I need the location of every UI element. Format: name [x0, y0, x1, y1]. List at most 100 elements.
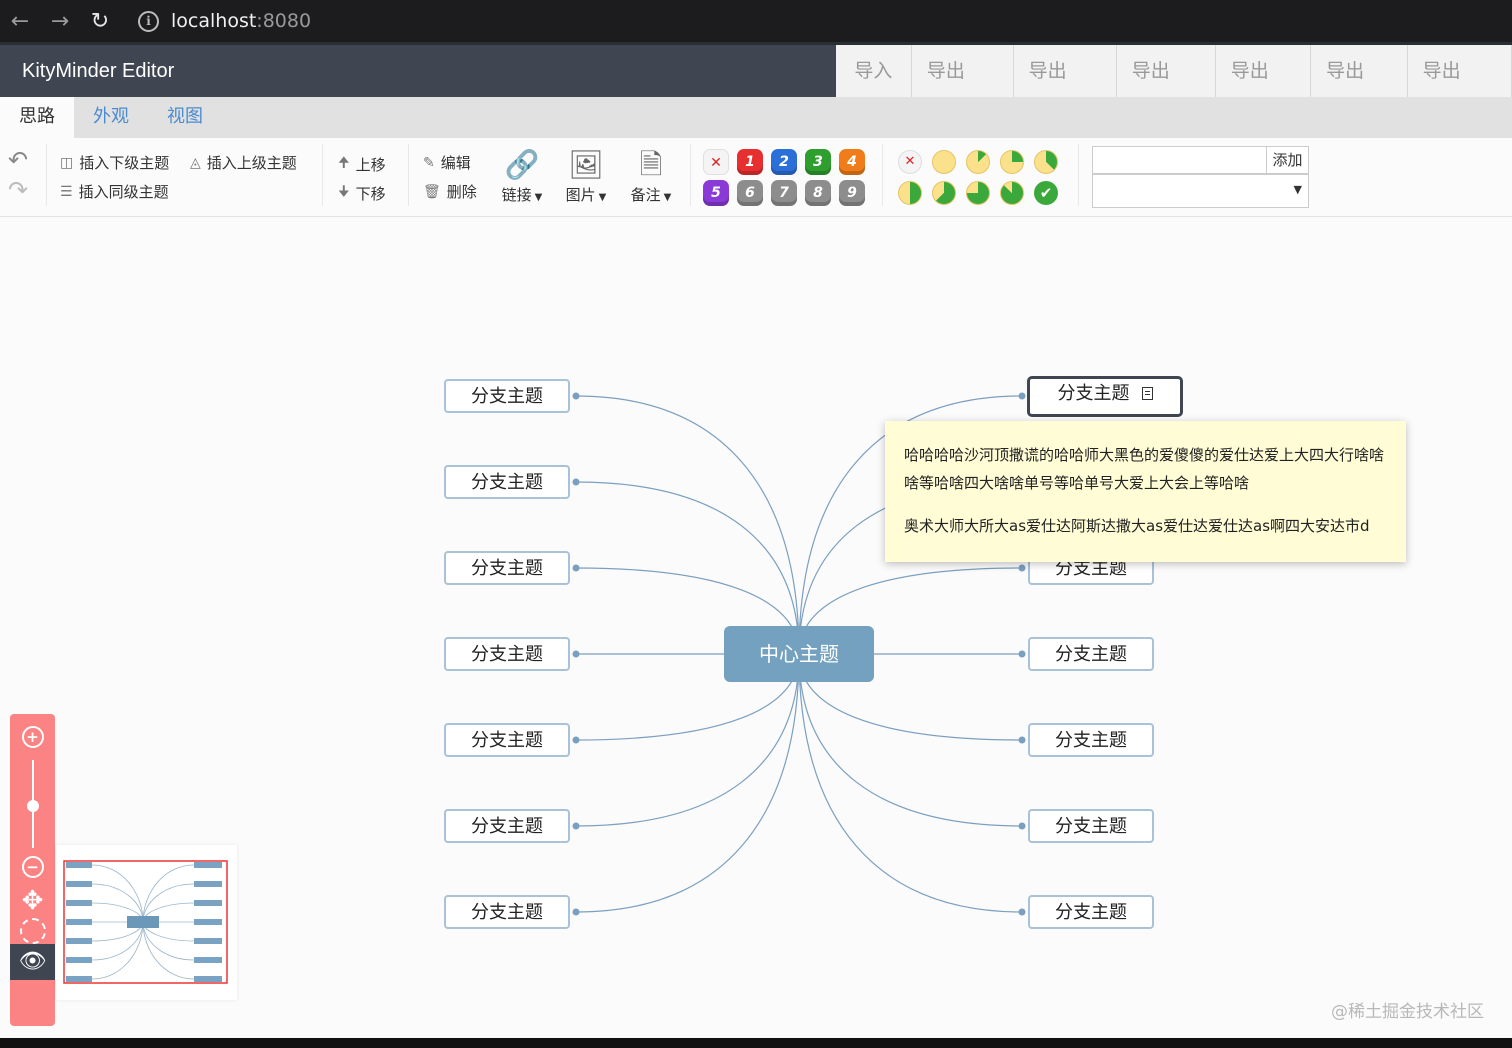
back-arrow-icon[interactable]: ← [10, 8, 30, 34]
insert-parent-button[interactable]: ◬ 插入上级主题 [190, 152, 297, 173]
forward-arrow-icon[interactable]: → [50, 8, 70, 34]
progress-6-icon[interactable] [966, 181, 990, 205]
tab-appearance[interactable]: 外观 [93, 106, 129, 127]
priority-8-icon[interactable]: 8 [805, 180, 831, 206]
export-km-button[interactable]: 导出km [1215, 45, 1312, 134]
reload-icon[interactable]: ↻ [90, 8, 110, 34]
export-button-group: 导入 导出png 导出text 导出svg 导出km 导出md 导出json [836, 45, 1512, 134]
address-bar[interactable]: i localhost:8080 [138, 10, 311, 32]
priority-1-icon[interactable]: 1 [737, 149, 763, 175]
center-topic-node[interactable]: 中心主题 [724, 626, 874, 682]
minimap-viewport[interactable] [63, 860, 228, 984]
insert-sibling-button[interactable]: ☰ 插入同级主题 [60, 181, 169, 202]
connector-dot [1018, 822, 1026, 830]
export-text-button[interactable]: 导出text [1013, 45, 1117, 134]
zoom-in-icon[interactable]: + [10, 726, 55, 748]
branch-topic-node[interactable]: 分支主题 [444, 551, 570, 585]
move-icon[interactable]: ✥ [21, 886, 44, 916]
priority-4-icon[interactable]: 4 [839, 149, 865, 175]
link-button[interactable]: 🔗 链接▼ [494, 148, 550, 205]
zoom-panel: + − ✥ 👁 [10, 714, 55, 1026]
link-icon: 🔗 [504, 148, 540, 181]
resource-input[interactable] [1092, 146, 1267, 174]
branch-topic-node[interactable]: 分支主题 [444, 723, 570, 757]
arrow-up-icon: 🠉 [338, 155, 350, 171]
browser-toolbar: ← → ↻ i localhost:8080 [0, 0, 1512, 42]
minimap-node [194, 957, 222, 963]
export-md-button[interactable]: 导出md [1311, 45, 1408, 134]
priority-6-icon[interactable]: 6 [737, 180, 763, 206]
branch-topic-node[interactable]: 分支主题 [1028, 723, 1154, 757]
url-port: :8080 [256, 10, 312, 32]
connector-dot [572, 392, 580, 400]
progress-done-icon[interactable]: ✔ [1034, 181, 1058, 205]
redo-icon[interactable]: ↷ [8, 176, 29, 204]
minimap-node [194, 919, 222, 925]
minimap-node [66, 900, 92, 906]
branch-topic-node[interactable]: 分支主题 [444, 895, 570, 929]
branch-topic-node[interactable]: 分支主题 [1028, 895, 1154, 929]
insert-child-button[interactable]: ◫ 插入下级主题 [60, 152, 169, 173]
branch-topic-node[interactable]: 分支主题 [1028, 809, 1154, 843]
divider [322, 144, 323, 206]
progress-clear-icon[interactable]: ✕ [898, 150, 922, 174]
note-paragraph: 哈哈哈哈沙河顶撒谎的哈哈师大黑色的爱傻傻的爱仕达爱上大四大行啥啥啥等哈啥四大啥啥… [904, 446, 1385, 492]
progress-2-icon[interactable] [1000, 150, 1024, 174]
zoom-slider-thumb[interactable] [27, 800, 39, 812]
tab-idea[interactable]: 思路 [0, 97, 74, 138]
minimap-node [66, 957, 92, 963]
image-button[interactable]: 🖼 图片▼ [558, 148, 614, 205]
edit-button[interactable]: ✎ 编辑 [423, 152, 471, 173]
progress-1-icon[interactable] [966, 150, 990, 174]
note-button[interactable]: 🗎 备注▼ [623, 148, 679, 205]
caret-down-icon: ▼ [1293, 183, 1302, 196]
minimap-node [194, 881, 222, 887]
trash-icon: 🗑 [423, 183, 441, 200]
note-icon[interactable] [1141, 387, 1153, 400]
locate-center-icon[interactable] [10, 918, 55, 944]
branch-topic-node[interactable]: 分支主题 [1028, 637, 1154, 671]
export-png-button[interactable]: 导出png [911, 45, 1014, 134]
insert-child-icon: ◫ [60, 154, 74, 171]
undo-icon[interactable]: ↶ [8, 146, 29, 174]
delete-button[interactable]: 🗑 删除 [423, 181, 477, 202]
zoom-out-icon[interactable]: − [10, 856, 55, 878]
progress-7-icon[interactable] [1000, 181, 1024, 205]
app-header: KityMinder Editor 导入 导出png 导出text 导出svg … [0, 42, 1512, 134]
branch-topic-node[interactable]: 分支主题 [444, 465, 570, 499]
resource-select[interactable]: ▼ [1092, 174, 1309, 208]
progress-3-icon[interactable] [1034, 150, 1058, 174]
divider [690, 144, 691, 206]
priority-9-icon[interactable]: 9 [839, 180, 865, 206]
branch-topic-node[interactable]: 分支主题 [444, 379, 570, 413]
priority-5-icon[interactable]: 5 [703, 180, 729, 206]
info-icon[interactable]: i [138, 10, 159, 32]
insert-sibling-label: 插入同级主题 [78, 183, 169, 201]
move-up-button[interactable]: 🠉 上移 [338, 152, 386, 176]
import-button[interactable]: 导入 [836, 45, 912, 97]
priority-7-icon[interactable]: 7 [771, 180, 797, 206]
branch-topic-node[interactable]: 分支主题 [444, 637, 570, 671]
branch-topic-node[interactable]: 分支主题 [444, 809, 570, 843]
minimap-node [66, 881, 92, 887]
eye-icon[interactable]: 👁 [18, 949, 47, 974]
divider [1078, 144, 1079, 206]
priority-3-icon[interactable]: 3 [805, 149, 831, 175]
progress-5-icon[interactable] [932, 181, 956, 205]
export-svg-button[interactable]: 导出svg [1116, 45, 1216, 134]
branch-topic-node[interactable]: 分支主题 [1027, 376, 1183, 417]
move-down-button[interactable]: 🠋 下移 [338, 181, 386, 205]
export-json-button[interactable]: 导出json [1407, 45, 1512, 134]
minimap[interactable] [56, 845, 237, 1000]
resource-add-button[interactable]: 添加 [1266, 146, 1309, 174]
watermark: @稀土掘金技术社区 [1331, 1002, 1484, 1022]
connector-dot [1018, 392, 1026, 400]
progress-0-icon[interactable] [932, 150, 956, 174]
minimap-node [194, 976, 222, 982]
progress-4-icon[interactable] [898, 181, 922, 205]
minimap-center-node [127, 916, 159, 928]
tab-view[interactable]: 视图 [167, 106, 203, 127]
minimap-node [66, 976, 92, 982]
priority-clear-icon[interactable]: ✕ [703, 149, 729, 175]
priority-2-icon[interactable]: 2 [771, 149, 797, 175]
